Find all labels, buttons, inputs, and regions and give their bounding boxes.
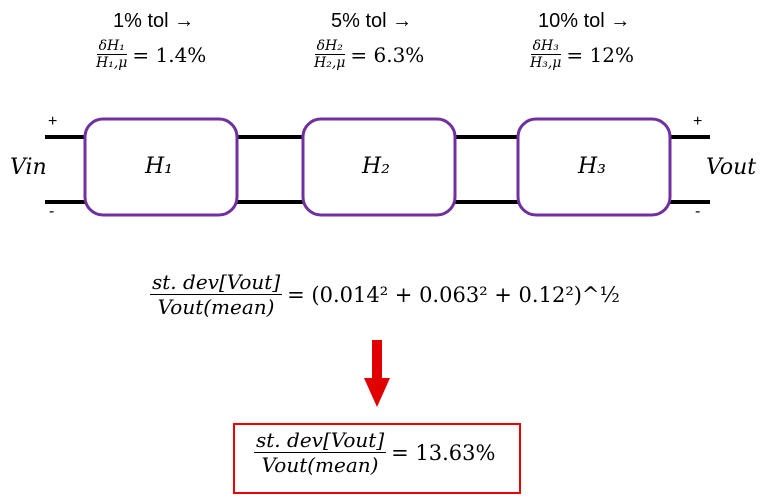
input-label: Vin — [10, 155, 47, 180]
variance-formula: st. dev[Vout]Vout(mean) = (0.014² + 0.06… — [150, 270, 620, 319]
formula-rhs: = (0.014² + 0.063² + 0.12²)^½ — [287, 282, 620, 307]
tol-label-3: 10% tol → — [538, 10, 631, 32]
down-arrow-icon — [364, 340, 390, 407]
tol-num: δH₃ — [530, 38, 561, 55]
result-box — [233, 423, 521, 494]
tol-label-1: 1% tol → — [113, 10, 195, 32]
output-label: Vout — [706, 155, 757, 180]
block-h2 — [301, 117, 457, 217]
tol-num: δH₁ — [96, 38, 127, 55]
block-h1 — [83, 117, 239, 217]
result-formula: st. dev[Vout]Vout(mean) = 13.63% — [254, 428, 495, 477]
block-label-h2: H₂ — [362, 154, 391, 179]
block-label-h1: H₁ — [145, 154, 174, 179]
block-h3 — [516, 117, 672, 217]
tol-den: H₁,μ — [96, 55, 128, 71]
formula-num: st. dev[Vout] — [150, 270, 283, 295]
tol-value: = 6.3% — [350, 42, 425, 67]
tol-den: H₂,μ — [314, 55, 346, 71]
result-value: = 13.63% — [391, 440, 496, 465]
tol-den: H₃,μ — [530, 55, 562, 71]
formula-den: Vout(mean) — [157, 295, 275, 319]
input-plus: + — [48, 113, 58, 130]
output-minus: - — [695, 203, 701, 220]
tol-label-2: 5% tol → — [331, 10, 413, 32]
tol-value: = 12% — [566, 42, 634, 67]
result-den: Vout(mean) — [261, 453, 379, 477]
output-plus: + — [693, 113, 703, 130]
tol-num: δH₂ — [314, 38, 345, 55]
result-num: st. dev[Vout] — [254, 428, 387, 453]
input-minus: - — [49, 203, 55, 220]
tol-value: = 1.4% — [132, 42, 207, 67]
block-label-h3: H₃ — [578, 154, 607, 179]
